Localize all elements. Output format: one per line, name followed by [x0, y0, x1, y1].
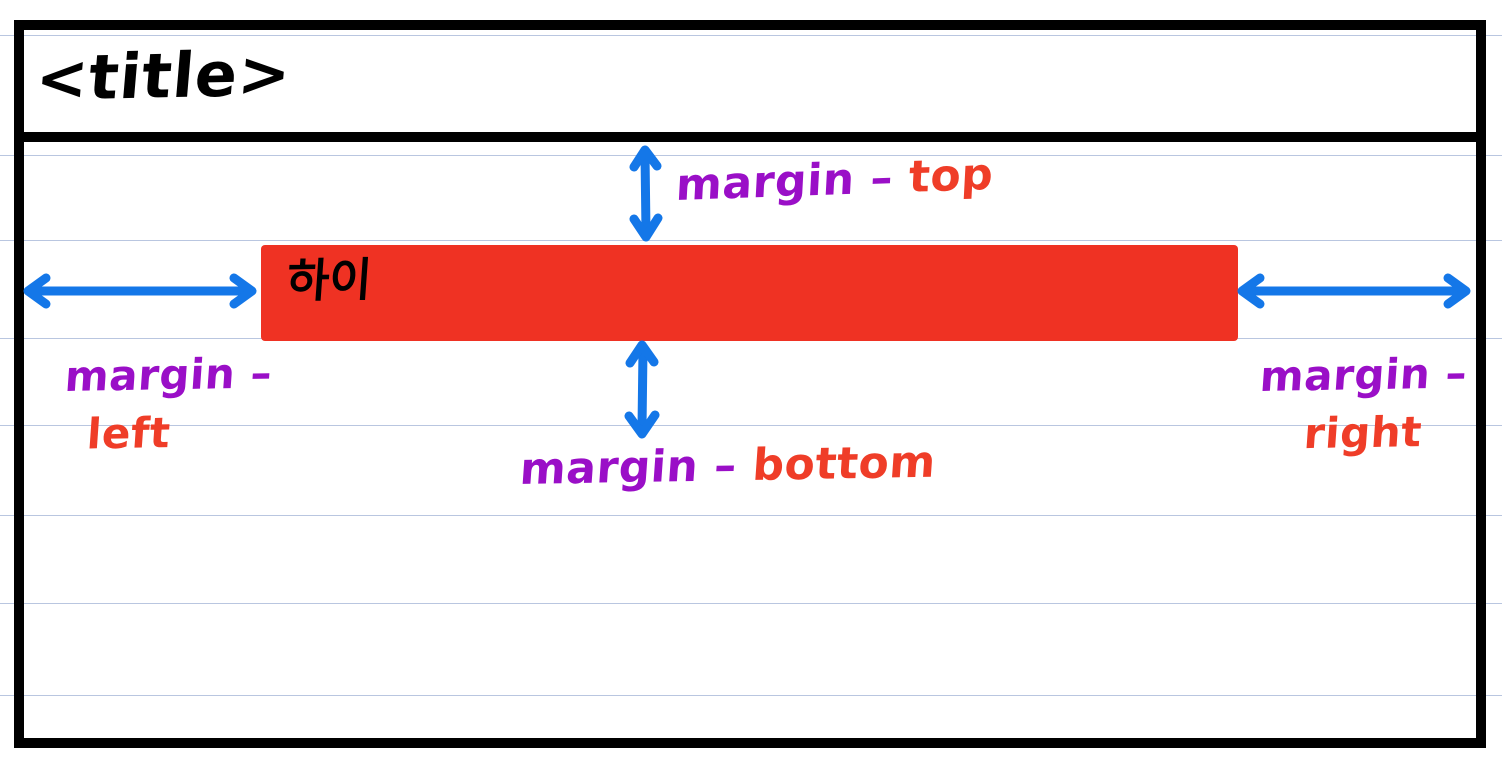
margin-right-dash: –: [1443, 348, 1469, 398]
margin-top-dash: –: [869, 152, 895, 205]
element-box: 하이: [261, 245, 1238, 341]
margin-bottom-keyword: margin: [518, 440, 701, 495]
margin-left-dash: –: [248, 348, 274, 398]
margin-left-label: margin – left: [59, 348, 274, 459]
margin-top-side: top: [907, 148, 995, 203]
margin-bottom-label: margin – bottom: [518, 437, 937, 495]
title-bar-frame: [14, 20, 1486, 142]
margin-top-keyword: margin: [674, 153, 856, 211]
element-box-label: 하이: [285, 252, 374, 308]
margin-right-side: right: [1302, 407, 1424, 459]
page-title: <title>: [32, 36, 295, 115]
margin-left-side: left: [85, 408, 173, 459]
margin-right-keyword: margin: [1258, 349, 1433, 402]
margin-left-keyword: margin: [63, 349, 238, 402]
margin-right-label: margin – right: [1254, 348, 1469, 459]
margin-top-label: margin – top: [674, 149, 995, 211]
margin-bottom-side: bottom: [750, 436, 938, 491]
margin-bottom-dash: –: [712, 440, 739, 492]
